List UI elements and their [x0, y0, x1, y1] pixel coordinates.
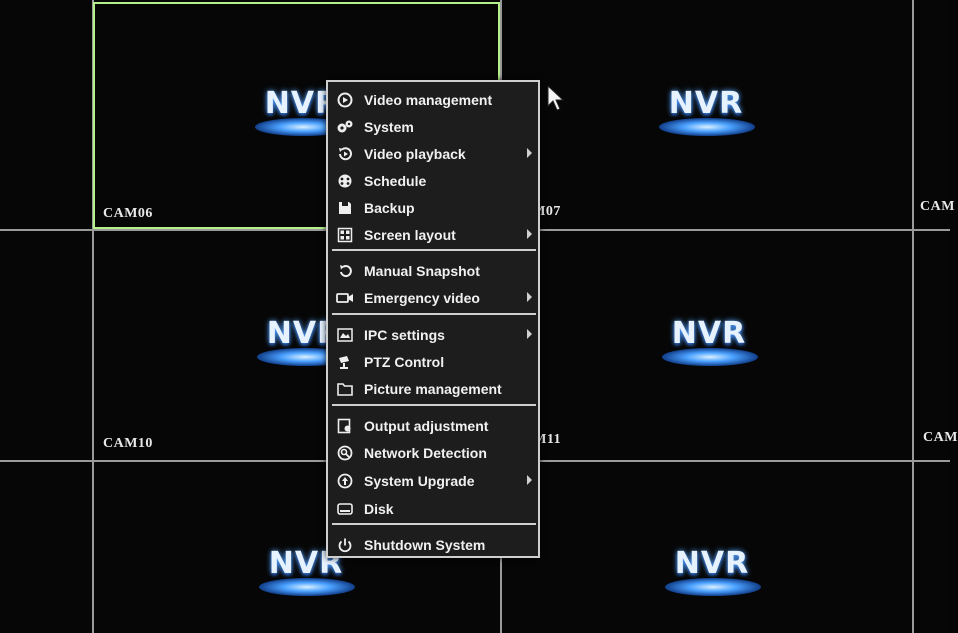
nvr-logo: NVR: [657, 546, 767, 601]
submenu-arrow-icon: [527, 292, 532, 302]
logo-glow: [659, 118, 755, 136]
menu-item-system-upgrade[interactable]: System Upgrade: [332, 468, 536, 494]
nvr-logo-text: NVR: [264, 86, 340, 121]
grid-divider: [912, 0, 914, 633]
menu-item-label: Video playback: [364, 146, 466, 162]
snapshot-icon: [336, 262, 354, 280]
menu-item-label: PTZ Control: [364, 354, 445, 370]
menu-item-label: Screen layout: [364, 227, 456, 243]
logo-glow: [665, 578, 761, 596]
menu-item-output-adjustment[interactable]: Output adjustment: [332, 413, 536, 439]
menu-item-backup[interactable]: Backup: [332, 195, 536, 221]
menu-separator: [332, 404, 536, 406]
camera-label-cam06: CAM06: [103, 206, 153, 221]
logo-glow: [662, 348, 758, 366]
video-management-icon: [336, 91, 354, 109]
menu-item-label: IPC settings: [364, 327, 445, 343]
menu-item-ptz-control[interactable]: PTZ Control: [332, 349, 536, 375]
menu-item-label: System Upgrade: [364, 473, 475, 489]
menu-item-label: System: [364, 119, 414, 135]
menu-item-ipc-settings[interactable]: IPC settings: [332, 322, 536, 348]
grid-divider: [92, 0, 94, 633]
menu-separator: [332, 249, 536, 251]
menu-item-label: Disk: [364, 501, 394, 517]
ipc-settings-icon: [336, 326, 354, 344]
menu-item-label: Output adjustment: [364, 418, 489, 434]
nvr-logo-text: NVR: [674, 546, 750, 581]
submenu-arrow-icon: [527, 148, 532, 158]
screen-layout-icon: [336, 226, 354, 244]
menu-item-system[interactable]: System: [332, 114, 536, 140]
nvr-logo-text: NVR: [668, 86, 744, 121]
folder-icon: [336, 380, 354, 398]
menu-item-label: Backup: [364, 200, 415, 216]
logo-glow: [259, 578, 355, 596]
nvr-logo: NVR: [654, 316, 764, 371]
menu-item-shutdown-system[interactable]: Shutdown System: [332, 532, 536, 558]
ptz-control-icon: [336, 353, 354, 371]
network-detection-icon: [336, 444, 354, 462]
menu-item-video-management[interactable]: Video management: [332, 87, 536, 113]
submenu-arrow-icon: [527, 475, 532, 485]
menu-separator: [332, 523, 536, 525]
main-context-menu: Video management System Video playback S…: [326, 80, 540, 558]
nvr-logo-text: NVR: [671, 316, 747, 351]
backup-icon: [336, 199, 354, 217]
menu-item-label: Emergency video: [364, 290, 480, 306]
submenu-arrow-icon: [527, 329, 532, 339]
menu-item-emergency-video[interactable]: Emergency video: [332, 285, 536, 311]
power-icon: [336, 536, 354, 554]
mouse-pointer-icon: [547, 84, 569, 118]
menu-item-picture-management[interactable]: Picture management: [332, 376, 536, 402]
menu-item-label: Picture management: [364, 381, 502, 397]
menu-item-network-detection[interactable]: Network Detection: [332, 440, 536, 466]
menu-item-label: Manual Snapshot: [364, 263, 480, 279]
menu-separator: [332, 313, 536, 315]
menu-item-label: Network Detection: [364, 445, 487, 461]
menu-item-label: Schedule: [364, 173, 427, 189]
system-gears-icon: [336, 118, 354, 136]
camera-label-right-top: CAM: [920, 199, 955, 214]
playback-icon: [336, 145, 354, 163]
menu-item-screen-layout[interactable]: Screen layout: [332, 222, 536, 248]
schedule-icon: [336, 172, 354, 190]
nvr-logo: NVR: [651, 86, 761, 141]
menu-item-manual-snapshot[interactable]: Manual Snapshot: [332, 258, 536, 284]
menu-item-schedule[interactable]: Schedule: [332, 168, 536, 194]
upgrade-icon: [336, 472, 354, 490]
menu-item-video-playback[interactable]: Video playback: [332, 141, 536, 167]
disk-icon: [336, 500, 354, 518]
menu-item-label: Video management: [364, 92, 493, 108]
emergency-video-icon: [336, 289, 354, 307]
output-adjustment-icon: [336, 417, 354, 435]
camera-label-right-mid: CAM: [923, 430, 958, 445]
camera-label-cam10: CAM10: [103, 436, 153, 451]
submenu-arrow-icon: [527, 229, 532, 239]
menu-item-label: Shutdown System: [364, 537, 486, 553]
menu-item-disk[interactable]: Disk: [332, 496, 536, 522]
